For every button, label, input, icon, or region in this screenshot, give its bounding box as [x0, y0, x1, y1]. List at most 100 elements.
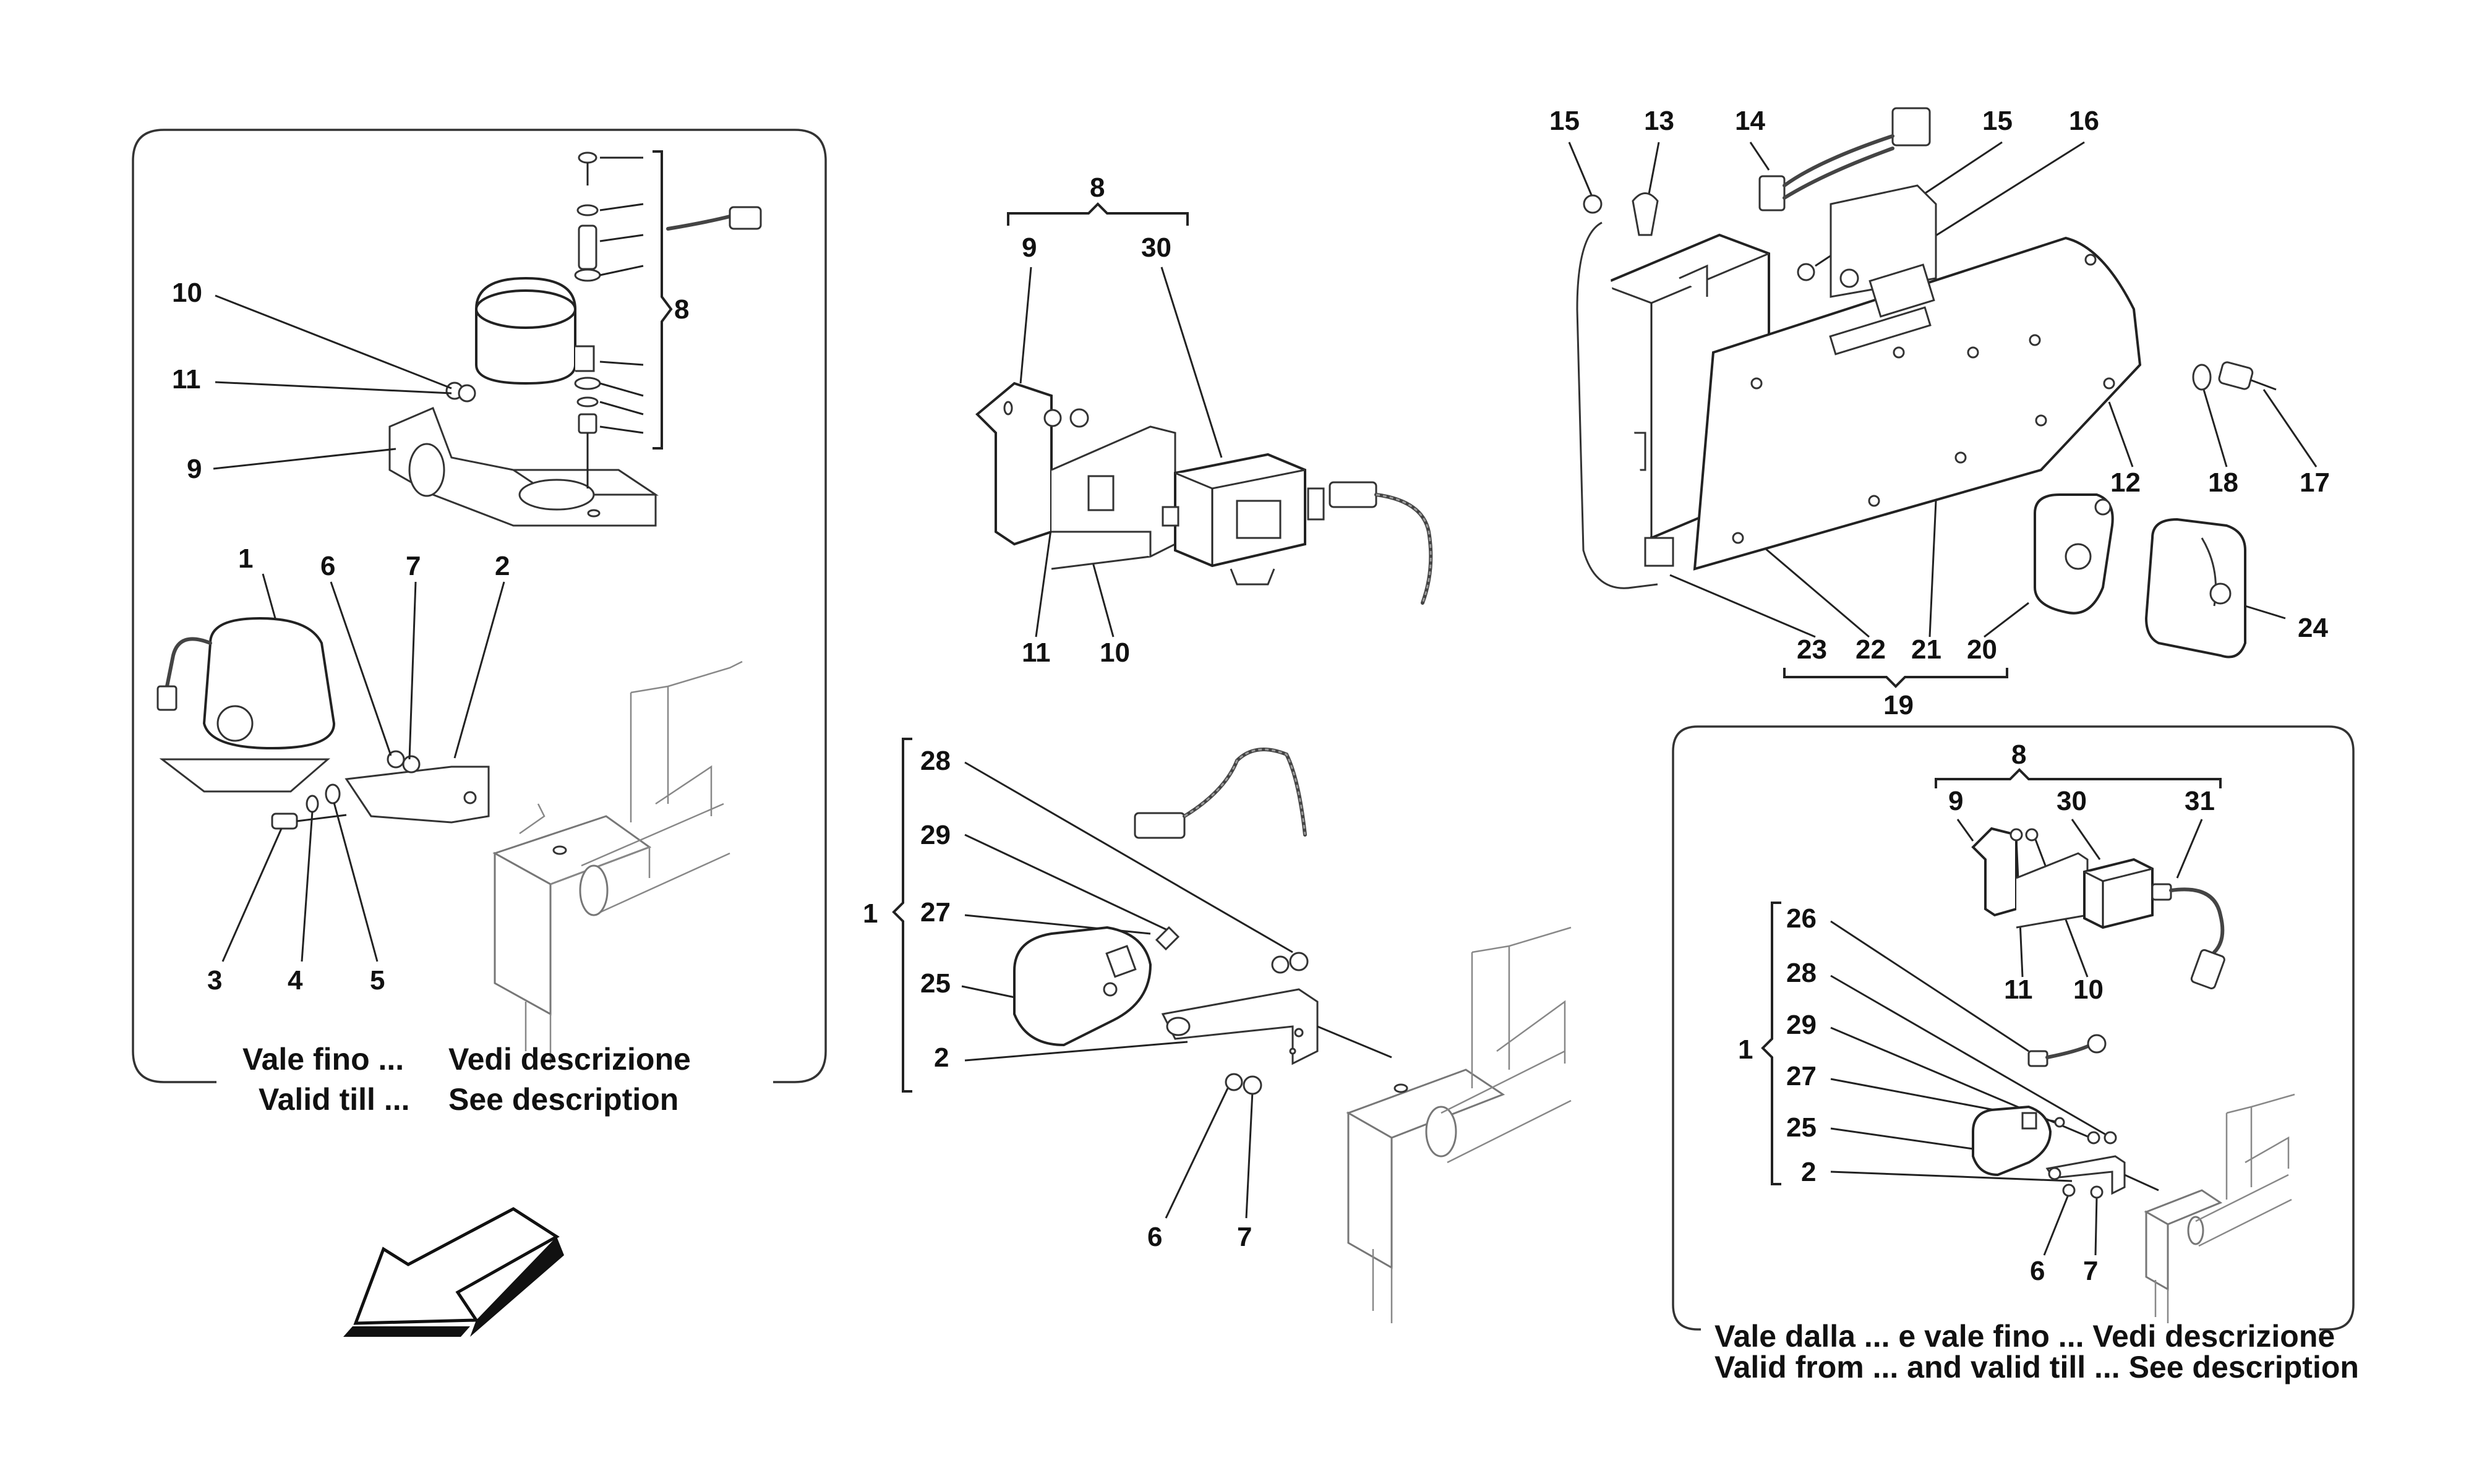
cable-31-e — [2151, 883, 2225, 989]
callout-9: 9 — [187, 454, 202, 484]
callout-19-c: 19 — [1883, 690, 1914, 720]
control-unit-30-e — [2083, 858, 2154, 929]
callout-28-d: 28 — [920, 746, 951, 776]
clip-13 — [1632, 192, 1659, 236]
washer-18 — [2192, 364, 2212, 391]
harness-d — [1134, 748, 1307, 839]
connector-23 — [1644, 537, 1674, 567]
callout-7-d: 7 — [1237, 1222, 1252, 1252]
nut-15-b — [1797, 263, 1815, 281]
callout-6-e: 6 — [2030, 1256, 2045, 1286]
siren-bracket — [345, 750, 490, 824]
nut-6-e — [2062, 1183, 2076, 1197]
callout-27-d: 27 — [920, 897, 951, 927]
callout-25-d: 25 — [920, 968, 951, 999]
callout-30-b: 30 — [1141, 232, 1171, 263]
cable-23 — [1576, 221, 1658, 589]
nut-29-d — [1271, 955, 1290, 974]
panel-left-valid-till: 8 10 11 9 1 6 7 2 — [132, 129, 827, 1117]
callout-3: 3 — [207, 965, 222, 996]
callout-6-d: 6 — [1147, 1222, 1162, 1252]
sensor-bracket — [388, 407, 659, 527]
callout-22-c: 22 — [1856, 634, 1886, 665]
callout-18-c: 18 — [2208, 467, 2238, 498]
siren-25-d — [1013, 926, 1180, 1047]
caption-left-2a: Valid till ... — [259, 1082, 410, 1117]
car-frame-left — [492, 660, 743, 1064]
alarm-control-unit-assembly: 15 13 14 15 16 12 18 17 23 22 21 20 24 1… — [1549, 106, 2330, 720]
callout-15-c-b: 15 — [1982, 106, 2013, 136]
nut-28-d — [1289, 952, 1309, 971]
callout-16-c: 16 — [2069, 106, 2099, 136]
control-unit-30 — [1162, 453, 1325, 586]
brace-1-right — [1761, 902, 1781, 1185]
callout-27-e: 27 — [1786, 1061, 1817, 1091]
callout-31-e: 31 — [2185, 786, 2215, 816]
control-bracket-e — [1971, 827, 2089, 929]
callout-8: 8 — [674, 294, 689, 325]
brace-1-center — [892, 738, 912, 1093]
callout-5: 5 — [370, 965, 385, 996]
panel-right-valid-from: 8 9 30 31 11 10 1 26 28 29 — [1672, 725, 2359, 1384]
front-direction-arrow-icon — [343, 1207, 564, 1337]
callout-6: 6 — [320, 551, 335, 581]
remote-case-24 — [2144, 518, 2246, 659]
callout-17-c: 17 — [2300, 467, 2330, 498]
screw-17 — [2218, 361, 2277, 391]
siren-bracket-2-e — [2045, 1155, 2126, 1195]
nut-15-a — [1583, 194, 1603, 214]
caption-left-1b: Vedi descrizione — [448, 1042, 691, 1077]
callout-7: 7 — [406, 551, 421, 581]
siren-unit — [156, 616, 336, 793]
siren-25-e — [1972, 1105, 2052, 1177]
nut-29-e — [2087, 1131, 2100, 1145]
callout-7-e: 7 — [2083, 1256, 2098, 1286]
nut-27-e — [2054, 1117, 2065, 1128]
callout-2: 2 — [495, 551, 510, 581]
washer-16 — [1839, 268, 1859, 288]
car-frame-right — [2144, 1093, 2295, 1323]
caption-right-2: Valid from ... and valid till ... See de… — [1714, 1350, 2359, 1384]
callout-11: 11 — [172, 364, 201, 394]
callout-10-b: 10 — [1100, 638, 1130, 668]
brace-8-center — [1007, 202, 1189, 226]
callout-29-e: 29 — [1786, 1010, 1817, 1040]
callout-26-e: 26 — [1786, 903, 1817, 934]
nut-28-e — [2104, 1131, 2117, 1145]
callout-11-b: 11 — [1022, 638, 1051, 668]
connector-14 — [1758, 107, 1931, 211]
callout-13-c: 13 — [1644, 106, 1674, 136]
callout-12-c: 12 — [2110, 467, 2141, 498]
callout-29-d: 29 — [920, 820, 951, 850]
caption-left-2b: See description — [448, 1082, 678, 1117]
nut-7-e — [2090, 1185, 2104, 1199]
callout-8-e: 8 — [2011, 740, 2026, 770]
inclination-sensor — [475, 206, 762, 385]
callout-9-e: 9 — [1948, 786, 1963, 816]
panel-left-border — [132, 129, 827, 1083]
remote-20 — [2034, 493, 2114, 615]
brace-8-right — [1935, 768, 2222, 788]
nut-7-d — [1243, 1075, 1262, 1095]
mounting-plate-12 — [1693, 236, 2142, 571]
callout-10: 10 — [172, 278, 202, 308]
callout-10-e: 10 — [2073, 974, 2104, 1005]
callout-2-e: 2 — [1801, 1157, 1816, 1187]
washer-11 — [458, 384, 476, 403]
callout-24-c: 24 — [2298, 613, 2328, 643]
callout-30-e: 30 — [2057, 786, 2087, 816]
siren-bracket-2-d — [1161, 988, 1319, 1065]
callout-1-e: 1 — [1738, 1034, 1753, 1065]
brace-19 — [1783, 668, 2008, 688]
control-bracket-b — [975, 382, 1176, 570]
callout-21-c: 21 — [1911, 634, 1941, 665]
bolt-washer-stack — [574, 151, 644, 488]
callout-23-c: 23 — [1797, 634, 1827, 665]
callout-1-d: 1 — [863, 898, 878, 929]
callout-8-b: 8 — [1090, 173, 1105, 203]
callout-14-c: 14 — [1735, 106, 1765, 136]
callout-9-b: 9 — [1022, 232, 1037, 263]
callout-20-c: 20 — [1967, 634, 1997, 665]
callout-11-e: 11 — [2004, 974, 2033, 1005]
callout-15-c-a: 15 — [1549, 106, 1580, 136]
